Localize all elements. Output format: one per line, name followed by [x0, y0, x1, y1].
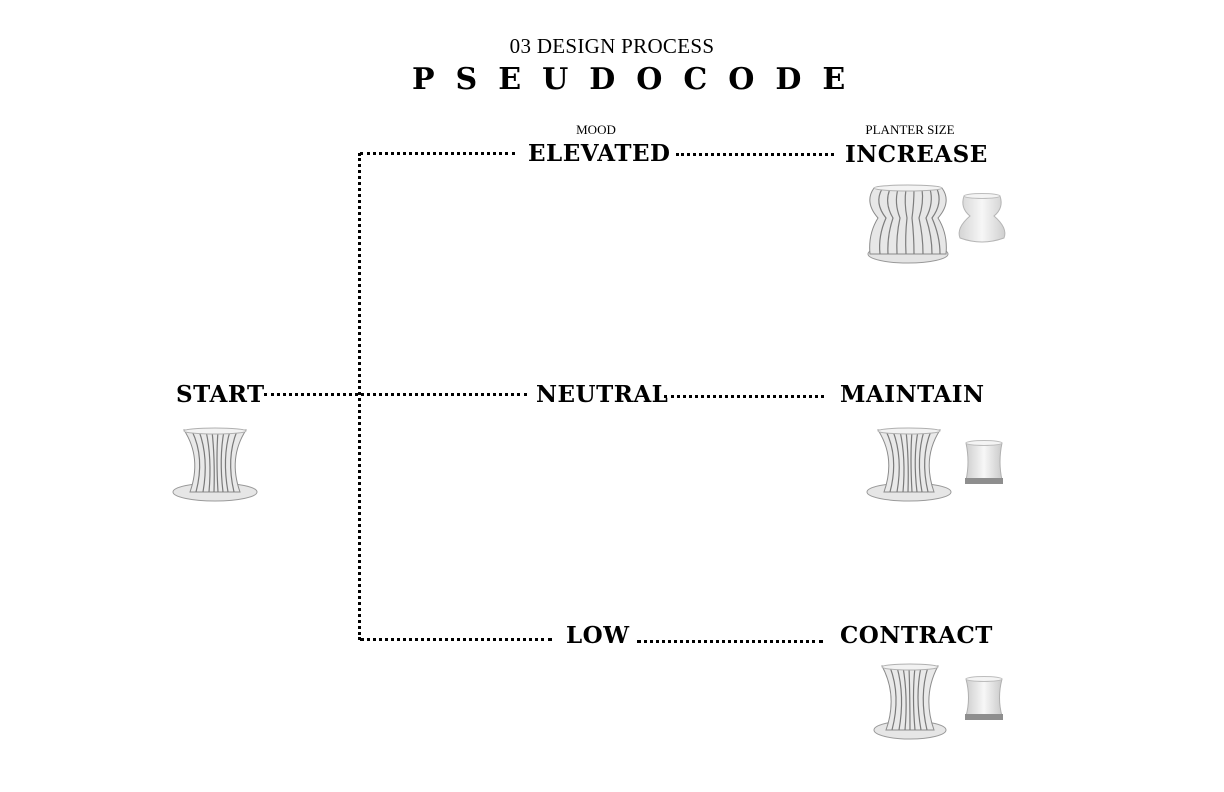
node-mood-elevated: ELEVATED: [528, 140, 671, 167]
section-subtitle: 03 DESIGN PROCESS: [509, 34, 715, 58]
mood-column-label: MOOD: [576, 122, 616, 137]
contract-ribbed-planter-image: [873, 663, 947, 740]
node-start: START: [176, 381, 265, 408]
node-mood-neutral: NEUTRAL: [536, 381, 669, 408]
connector-start-neutral: [264, 393, 527, 396]
connector-trunk-low: [360, 638, 552, 641]
connector-trunk-elevated: [360, 152, 515, 155]
node-planter-increase: INCREASE: [845, 141, 988, 168]
increase-solid-planter-image: [958, 193, 1006, 243]
start-ribbed-planter-image: [172, 427, 258, 502]
branch-trunk-line: [358, 153, 361, 640]
connector-low-contract: [637, 640, 823, 643]
node-planter-contract: CONTRACT: [840, 622, 993, 649]
contract-solid-planter-image: [965, 676, 1003, 720]
node-planter-maintain: MAINTAIN: [840, 381, 985, 408]
node-mood-low: LOW: [566, 622, 630, 649]
maintain-ribbed-planter-image: [866, 427, 952, 502]
maintain-solid-planter-image: [965, 440, 1003, 484]
connector-neutral-maintain: [664, 395, 824, 398]
planter-size-column-label: PLANTER SIZE: [865, 122, 955, 137]
increase-ribbed-planter-image: [867, 184, 949, 264]
page-title: PSEUDOCODE: [412, 62, 867, 97]
connector-elevated-increase: [676, 153, 834, 156]
